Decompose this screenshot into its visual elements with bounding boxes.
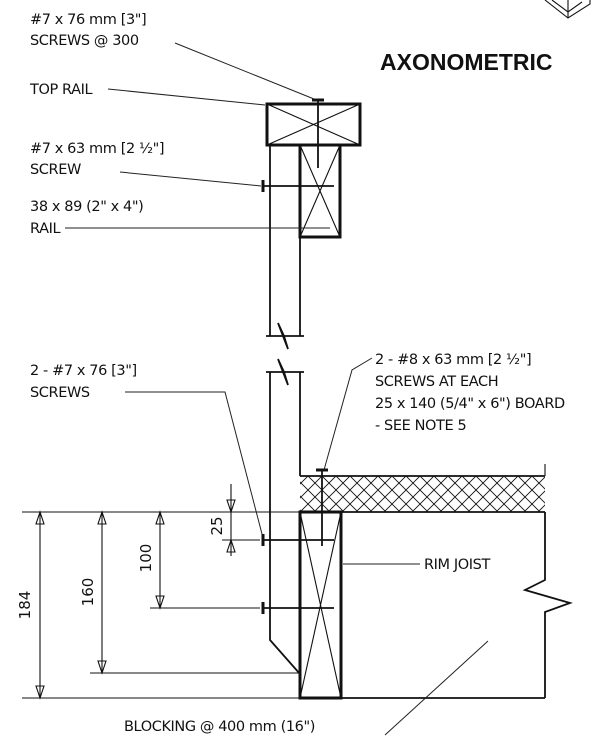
dim-184: 184	[16, 591, 34, 620]
screws	[261, 98, 334, 614]
label-top-screws-spacing: SCREWS @ 300	[30, 33, 139, 49]
dim-100: 100	[137, 544, 155, 573]
label-rail-screw: #7 x 63 mm [2 ½"]	[30, 141, 164, 157]
label-post-screws-2: SCREWS	[30, 385, 90, 401]
label-top-rail: TOP RAIL	[29, 82, 93, 98]
rim-joist-lines	[341, 512, 573, 699]
label-rail-screw-2: SCREW	[30, 162, 81, 178]
label-rail: RAIL	[30, 221, 60, 237]
leader-lines	[65, 42, 489, 736]
label-board-size: 25 x 140 (5/4" x 6") BOARD	[375, 396, 565, 412]
label-rail-size: 38 x 89 (2" x 4")	[30, 199, 143, 215]
axonometric-heading: AXONOMETRIC	[380, 49, 553, 75]
label-see-note: - SEE NOTE 5	[375, 418, 466, 434]
label-board-screws-2: SCREWS AT EACH	[375, 374, 498, 390]
label-blocking: BLOCKING @ 400 mm (16")	[124, 719, 315, 735]
extension-lines	[22, 511, 300, 699]
label-rim-joist: RIM JOIST	[424, 557, 490, 573]
label-board-screws: 2 - #8 x 63 mm [2 ½"]	[375, 352, 531, 368]
axonometric-cube-icon	[544, 0, 591, 19]
rail-2x4	[298, 143, 342, 239]
top-rail	[265, 102, 362, 147]
dim-160: 160	[79, 578, 97, 607]
label-post-screws: 2 - #7 x 76 [3"]	[30, 363, 137, 379]
dimension-lines	[35, 484, 236, 700]
blocking	[298, 510, 343, 700]
dim-25: 25	[208, 516, 226, 535]
dimension-values: 184 160 100 25	[16, 516, 226, 619]
label-top-screws: #7 x 76 mm [3"]	[30, 12, 146, 28]
callouts: #7 x 76 mm [3"] SCREWS @ 300 TOP RAIL #7…	[29, 12, 565, 735]
baluster	[266, 145, 304, 675]
deck-board	[300, 464, 546, 513]
